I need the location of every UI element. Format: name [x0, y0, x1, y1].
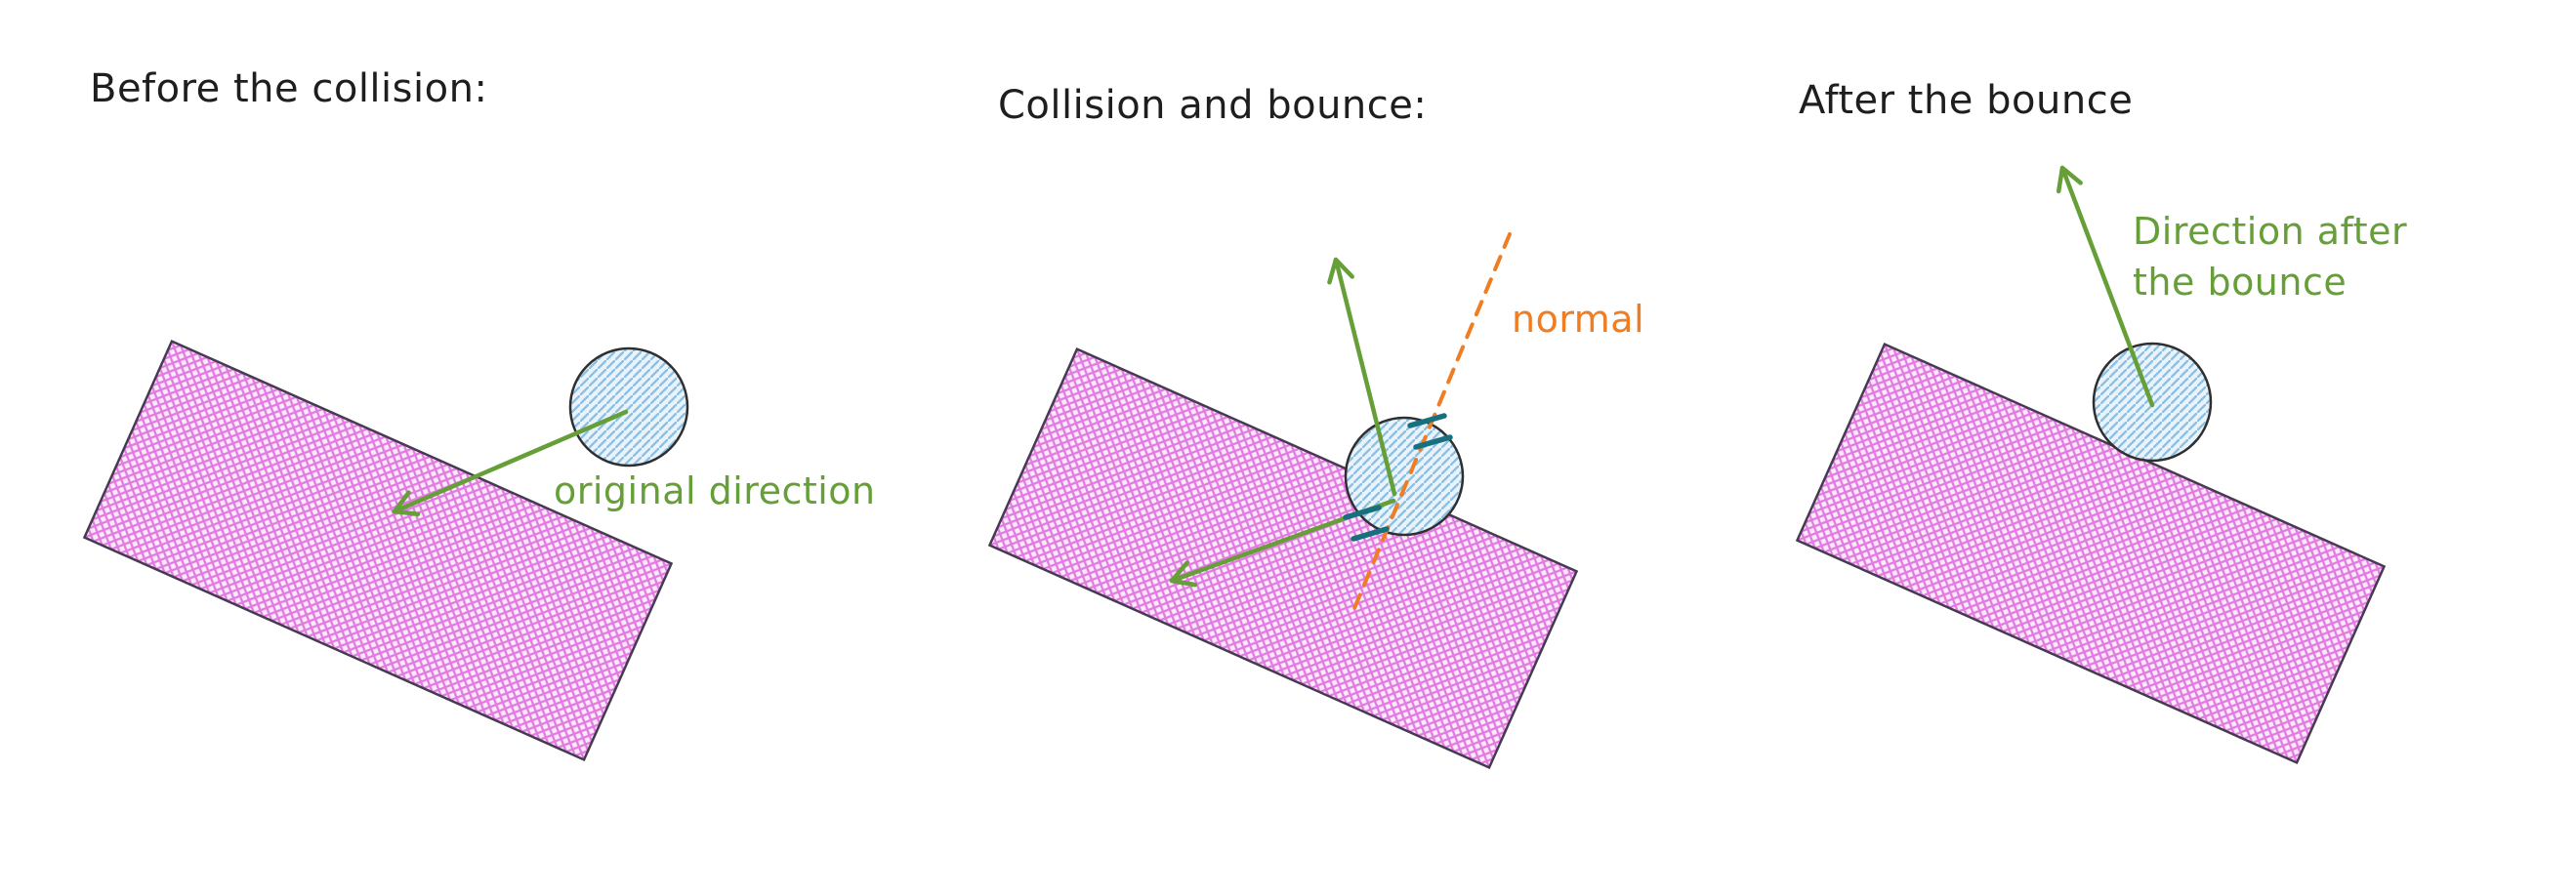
original-direction-arrow — [392, 409, 629, 516]
surface-group-1 — [82, 339, 674, 762]
panel-title-before: Before the collision: — [90, 66, 487, 111]
surface-rect — [82, 339, 674, 762]
original-direction-label: original direction — [554, 469, 876, 512]
surface-rect — [987, 346, 1579, 770]
after-bounce-direction-arrow — [2056, 165, 2155, 408]
angle-mark — [1350, 526, 1390, 542]
ball-circle — [1344, 416, 1465, 537]
ball-circle — [568, 346, 689, 468]
angle-equality-marks — [1343, 413, 1453, 542]
normal-label: normal — [1512, 298, 1644, 341]
angle-mark — [1343, 505, 1382, 520]
surface-rect — [1795, 342, 2387, 765]
bounce-direction-arrow — [1327, 257, 1397, 497]
angle-mark — [1407, 413, 1447, 428]
panel-title-after: After the bounce — [1799, 78, 2133, 123]
after-bounce-label-line1: Direction after — [2133, 210, 2407, 253]
surface-group-3 — [1795, 342, 2387, 765]
surface-group-2 — [987, 346, 1579, 770]
after-bounce-label-line2: the bounce — [2133, 261, 2347, 304]
panel-title-collision: Collision and bounce: — [998, 83, 1427, 128]
panel-before-collision: Before the collision: original direction — [82, 66, 876, 762]
normal-line — [1350, 232, 1512, 615]
panel-collision-and-bounce: Collision and bounce: normal — [987, 83, 1644, 770]
panel-after-bounce: After the bounce Direction after the bou… — [1795, 78, 2407, 765]
angle-mark — [1413, 434, 1453, 450]
